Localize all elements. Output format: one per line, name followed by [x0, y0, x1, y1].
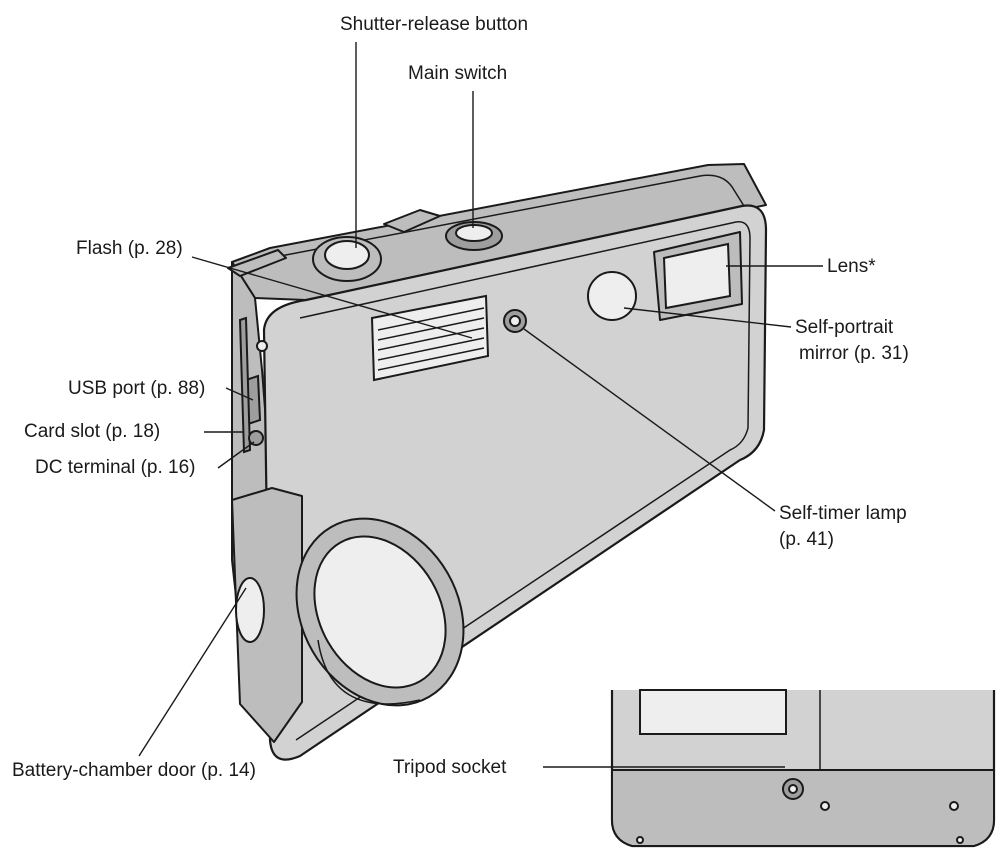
- label-timer-line2: (p. 41): [779, 529, 834, 550]
- mirror-shape: [587, 271, 637, 321]
- battery-door-latch: [235, 577, 265, 643]
- label-mirror-line1: Self-portrait: [795, 317, 894, 338]
- leader-lines: [138, 42, 823, 768]
- bottom-screw-3: [636, 836, 644, 844]
- front-face-bevel: [295, 221, 751, 741]
- card-slot-shape: [238, 316, 252, 454]
- bottom-screw-1: [820, 801, 830, 811]
- top-ridge: [269, 174, 745, 259]
- bottom-screw-2: [949, 801, 959, 811]
- label-dc-terminal: DC terminal (p. 16): [35, 457, 196, 478]
- leader-mirror: [623, 307, 792, 328]
- side-screw: [256, 340, 268, 352]
- bottom-screw-4: [956, 836, 964, 844]
- lens-glass: [662, 242, 732, 310]
- tripod-socket-hole: [788, 784, 798, 794]
- flash-lines: [377, 307, 485, 371]
- leader-usb: [225, 387, 254, 401]
- leader-self-timer: [523, 328, 776, 512]
- label-battery-door: Battery-chamber door (p. 14): [12, 760, 256, 781]
- label-flash: Flash (p. 28): [76, 238, 183, 259]
- label-mirror-line2: mirror (p. 31): [799, 343, 909, 364]
- label-lens: Lens*: [827, 256, 876, 277]
- label-shutter: Shutter-release button: [340, 14, 528, 35]
- shutter-button-shape: [324, 240, 370, 270]
- lens-cover-inner: [313, 535, 447, 689]
- dc-terminal-shape: [248, 430, 264, 446]
- bottom-window: [639, 689, 787, 735]
- camera-bottom-illustration: [610, 689, 996, 848]
- lens-cover-arc: [317, 639, 421, 705]
- label-card-slot: Card slot (p. 18): [24, 421, 160, 442]
- label-usb: USB port (p. 88): [68, 378, 205, 399]
- main-switch-top: [455, 224, 493, 242]
- self-timer-lamp-center: [509, 315, 521, 327]
- label-main-switch: Main switch: [408, 63, 507, 84]
- bottom-face: [611, 769, 995, 847]
- label-timer-line1: Self-timer lamp: [779, 503, 907, 524]
- camera-front-illustration: [227, 163, 768, 761]
- mode-lever: [383, 209, 441, 233]
- leader-dc: [217, 441, 255, 469]
- callout-labels: Shutter-release button Main switch Flash…: [12, 14, 909, 781]
- grip-strap: [227, 249, 287, 277]
- battery-door-shape: [231, 487, 303, 743]
- leader-flash: [191, 256, 473, 339]
- label-tripod: Tripod socket: [393, 757, 507, 778]
- leader-battery: [138, 587, 247, 757]
